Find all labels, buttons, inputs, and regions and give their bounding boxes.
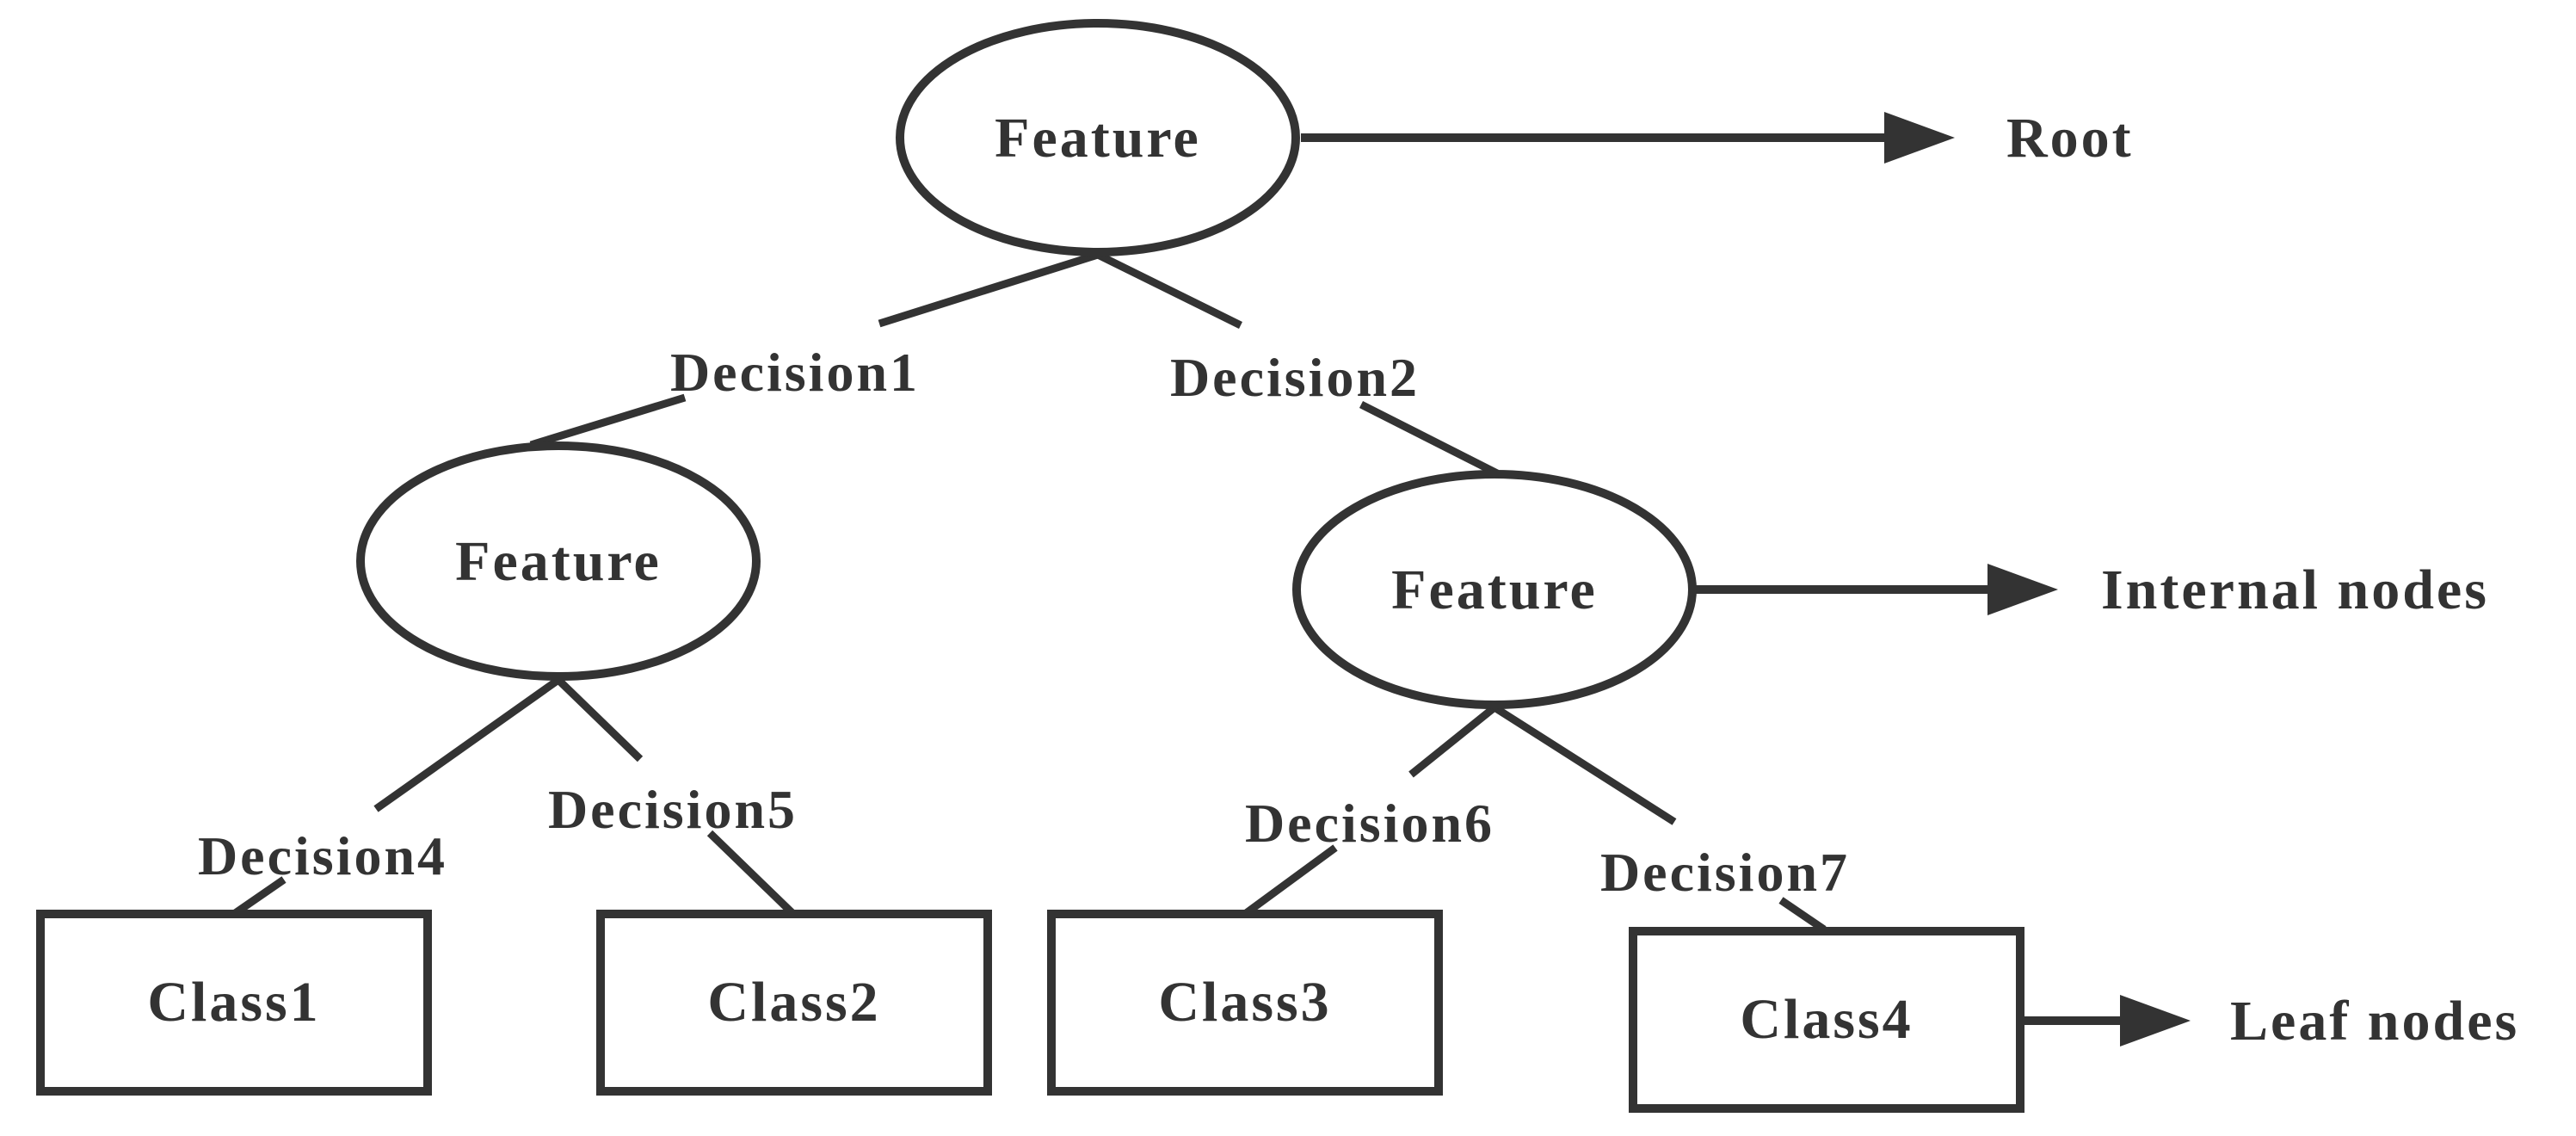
edge-decision7-upper bbox=[1492, 704, 1677, 825]
arrow-root-head bbox=[1884, 112, 1955, 164]
internal-left-label: Feature bbox=[455, 530, 662, 593]
leaf-node-class1: Class1 bbox=[36, 910, 432, 1096]
edge-labels: Decision1 Decision2 Decision4 Decision5 … bbox=[198, 342, 1850, 903]
root-ellipse bbox=[896, 19, 1300, 256]
root-node: Feature bbox=[896, 19, 1300, 256]
leaf-class1-box bbox=[36, 910, 432, 1096]
leaf-node-class3: Class3 bbox=[1047, 910, 1443, 1096]
edge-decision2-lower bbox=[1359, 400, 1500, 478]
edge-label-decision7: Decision7 bbox=[1600, 842, 1850, 903]
edge-decision4-lower bbox=[231, 876, 287, 917]
leaf-class2-label: Class2 bbox=[707, 971, 880, 1034]
edge-decision4-upper bbox=[373, 676, 561, 812]
leaf-class3-box bbox=[1047, 910, 1443, 1096]
leaf-class1-label: Class1 bbox=[147, 971, 320, 1034]
edge-decision5-upper bbox=[555, 676, 644, 762]
edge-decision5-lower bbox=[706, 830, 797, 917]
leaf-node-class2: Class2 bbox=[596, 910, 992, 1096]
edge-label-decision1: Decision1 bbox=[670, 342, 920, 403]
internal-node-left: Feature bbox=[356, 441, 761, 681]
edge-decision1-upper bbox=[878, 250, 1100, 328]
leaf-class3-label: Class3 bbox=[1158, 971, 1331, 1034]
internal-right-label: Feature bbox=[1391, 559, 1598, 621]
callout-labels: Root Internal nodes Leaf nodes bbox=[2006, 107, 2519, 1053]
tree-edges bbox=[231, 250, 1827, 933]
leaf-class2-box bbox=[596, 910, 992, 1096]
edge-label-decision4: Decision4 bbox=[198, 825, 447, 886]
edge-decision7-lower bbox=[1778, 897, 1827, 933]
edge-label-decision2: Decision2 bbox=[1170, 347, 1420, 408]
edge-decision1-lower bbox=[529, 393, 687, 449]
edge-decision2-upper bbox=[1096, 250, 1242, 330]
leaf-class4-box bbox=[1629, 927, 2024, 1113]
callout-internal-nodes-label: Internal nodes bbox=[2101, 559, 2489, 621]
arrow-internal-head bbox=[1987, 564, 2058, 615]
edge-decision6-upper bbox=[1408, 704, 1497, 778]
internal-node-right: Feature bbox=[1292, 470, 1697, 709]
leaf-node-class4: Class4 bbox=[1629, 927, 2024, 1113]
internal-left-ellipse bbox=[356, 441, 761, 681]
arrow-leaf-head bbox=[2120, 995, 2191, 1046]
edge-label-decision5: Decision5 bbox=[548, 779, 798, 840]
leaf-class4-label: Class4 bbox=[1740, 988, 1913, 1051]
callout-arrows bbox=[1301, 112, 2191, 1046]
edge-decision6-lower bbox=[1242, 844, 1338, 917]
root-node-label: Feature bbox=[995, 107, 1201, 170]
callout-root-label: Root bbox=[2006, 107, 2134, 170]
edge-label-decision6: Decision6 bbox=[1245, 793, 1494, 854]
callout-leaf-nodes-label: Leaf nodes bbox=[2230, 990, 2519, 1053]
internal-right-ellipse bbox=[1292, 470, 1697, 709]
